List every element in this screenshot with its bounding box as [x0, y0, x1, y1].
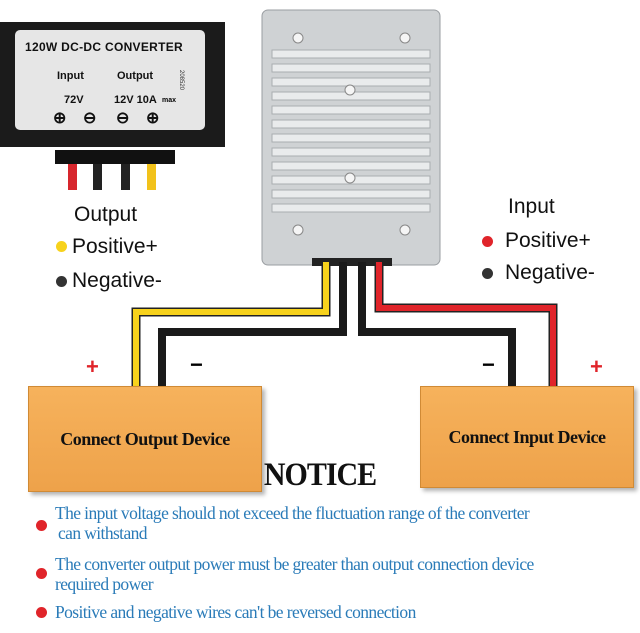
output-positive-label: Positive+	[72, 235, 158, 258]
output-plus-sign: +	[86, 354, 99, 379]
notice-item-1: The input voltage should not exceed the …	[55, 503, 530, 543]
input-device-box: Connect Input Device	[420, 386, 634, 488]
notice-item-1-line1: The input voltage should not exceed the …	[55, 503, 530, 523]
module-input-label: Input	[57, 70, 84, 82]
heatsink	[261, 9, 441, 266]
notice-item-1-line2: can withstand	[58, 523, 148, 543]
bullet-icon	[36, 520, 47, 531]
input-plus-sign: +	[590, 354, 603, 379]
connector-wires	[55, 150, 175, 190]
yellow-dot-icon	[56, 241, 67, 252]
module-label-plate	[15, 30, 205, 130]
plus-terminal-icon: ⊕	[146, 110, 160, 127]
bullet-icon	[36, 607, 47, 618]
module-output-rating: 12V 10A	[114, 94, 157, 106]
wiring-svg	[131, 9, 558, 388]
output-legend-title: Output	[74, 203, 138, 226]
minus-terminal-icon: ⊖	[116, 110, 130, 127]
output-minus-sign: −	[190, 352, 203, 377]
input-positive-label: Positive+	[505, 229, 591, 252]
plus-terminal-icon: ⊕	[53, 110, 67, 127]
input-legend-title: Input	[508, 195, 555, 218]
notice-item-2-line2: required power	[55, 574, 154, 594]
notice-item-2: The converter output power must be great…	[55, 554, 534, 594]
input-negative-label: Negative-	[505, 261, 595, 284]
minus-terminal-icon: ⊖	[83, 110, 97, 127]
notice-item-3: Positive and negative wires can't be rev…	[55, 602, 416, 622]
notice-item-3-line1: Positive and negative wires can't be rev…	[55, 602, 416, 622]
black-output-negative-wire	[158, 262, 347, 388]
black-dot-icon	[482, 268, 493, 279]
bullet-icon	[36, 568, 47, 579]
module-title: 120W DC-DC CONVERTER	[25, 40, 184, 54]
module-max-suffix: max	[162, 97, 177, 104]
module-serial: 208520	[178, 70, 184, 91]
red-input-positive-wire	[376, 262, 556, 388]
output-negative-label: Negative-	[72, 269, 162, 292]
black-input-negative-wire	[358, 262, 516, 388]
notice-item-2-line1: The converter output power must be great…	[55, 554, 534, 574]
black-dot-icon	[56, 276, 67, 287]
module-input-voltage: 72V	[64, 94, 84, 106]
output-device-box: Connect Output Device	[28, 386, 262, 492]
input-minus-sign: −	[482, 352, 495, 377]
module-output-label: Output	[117, 70, 154, 82]
red-dot-icon	[482, 236, 493, 247]
notice-title: NOTICE	[263, 456, 377, 493]
